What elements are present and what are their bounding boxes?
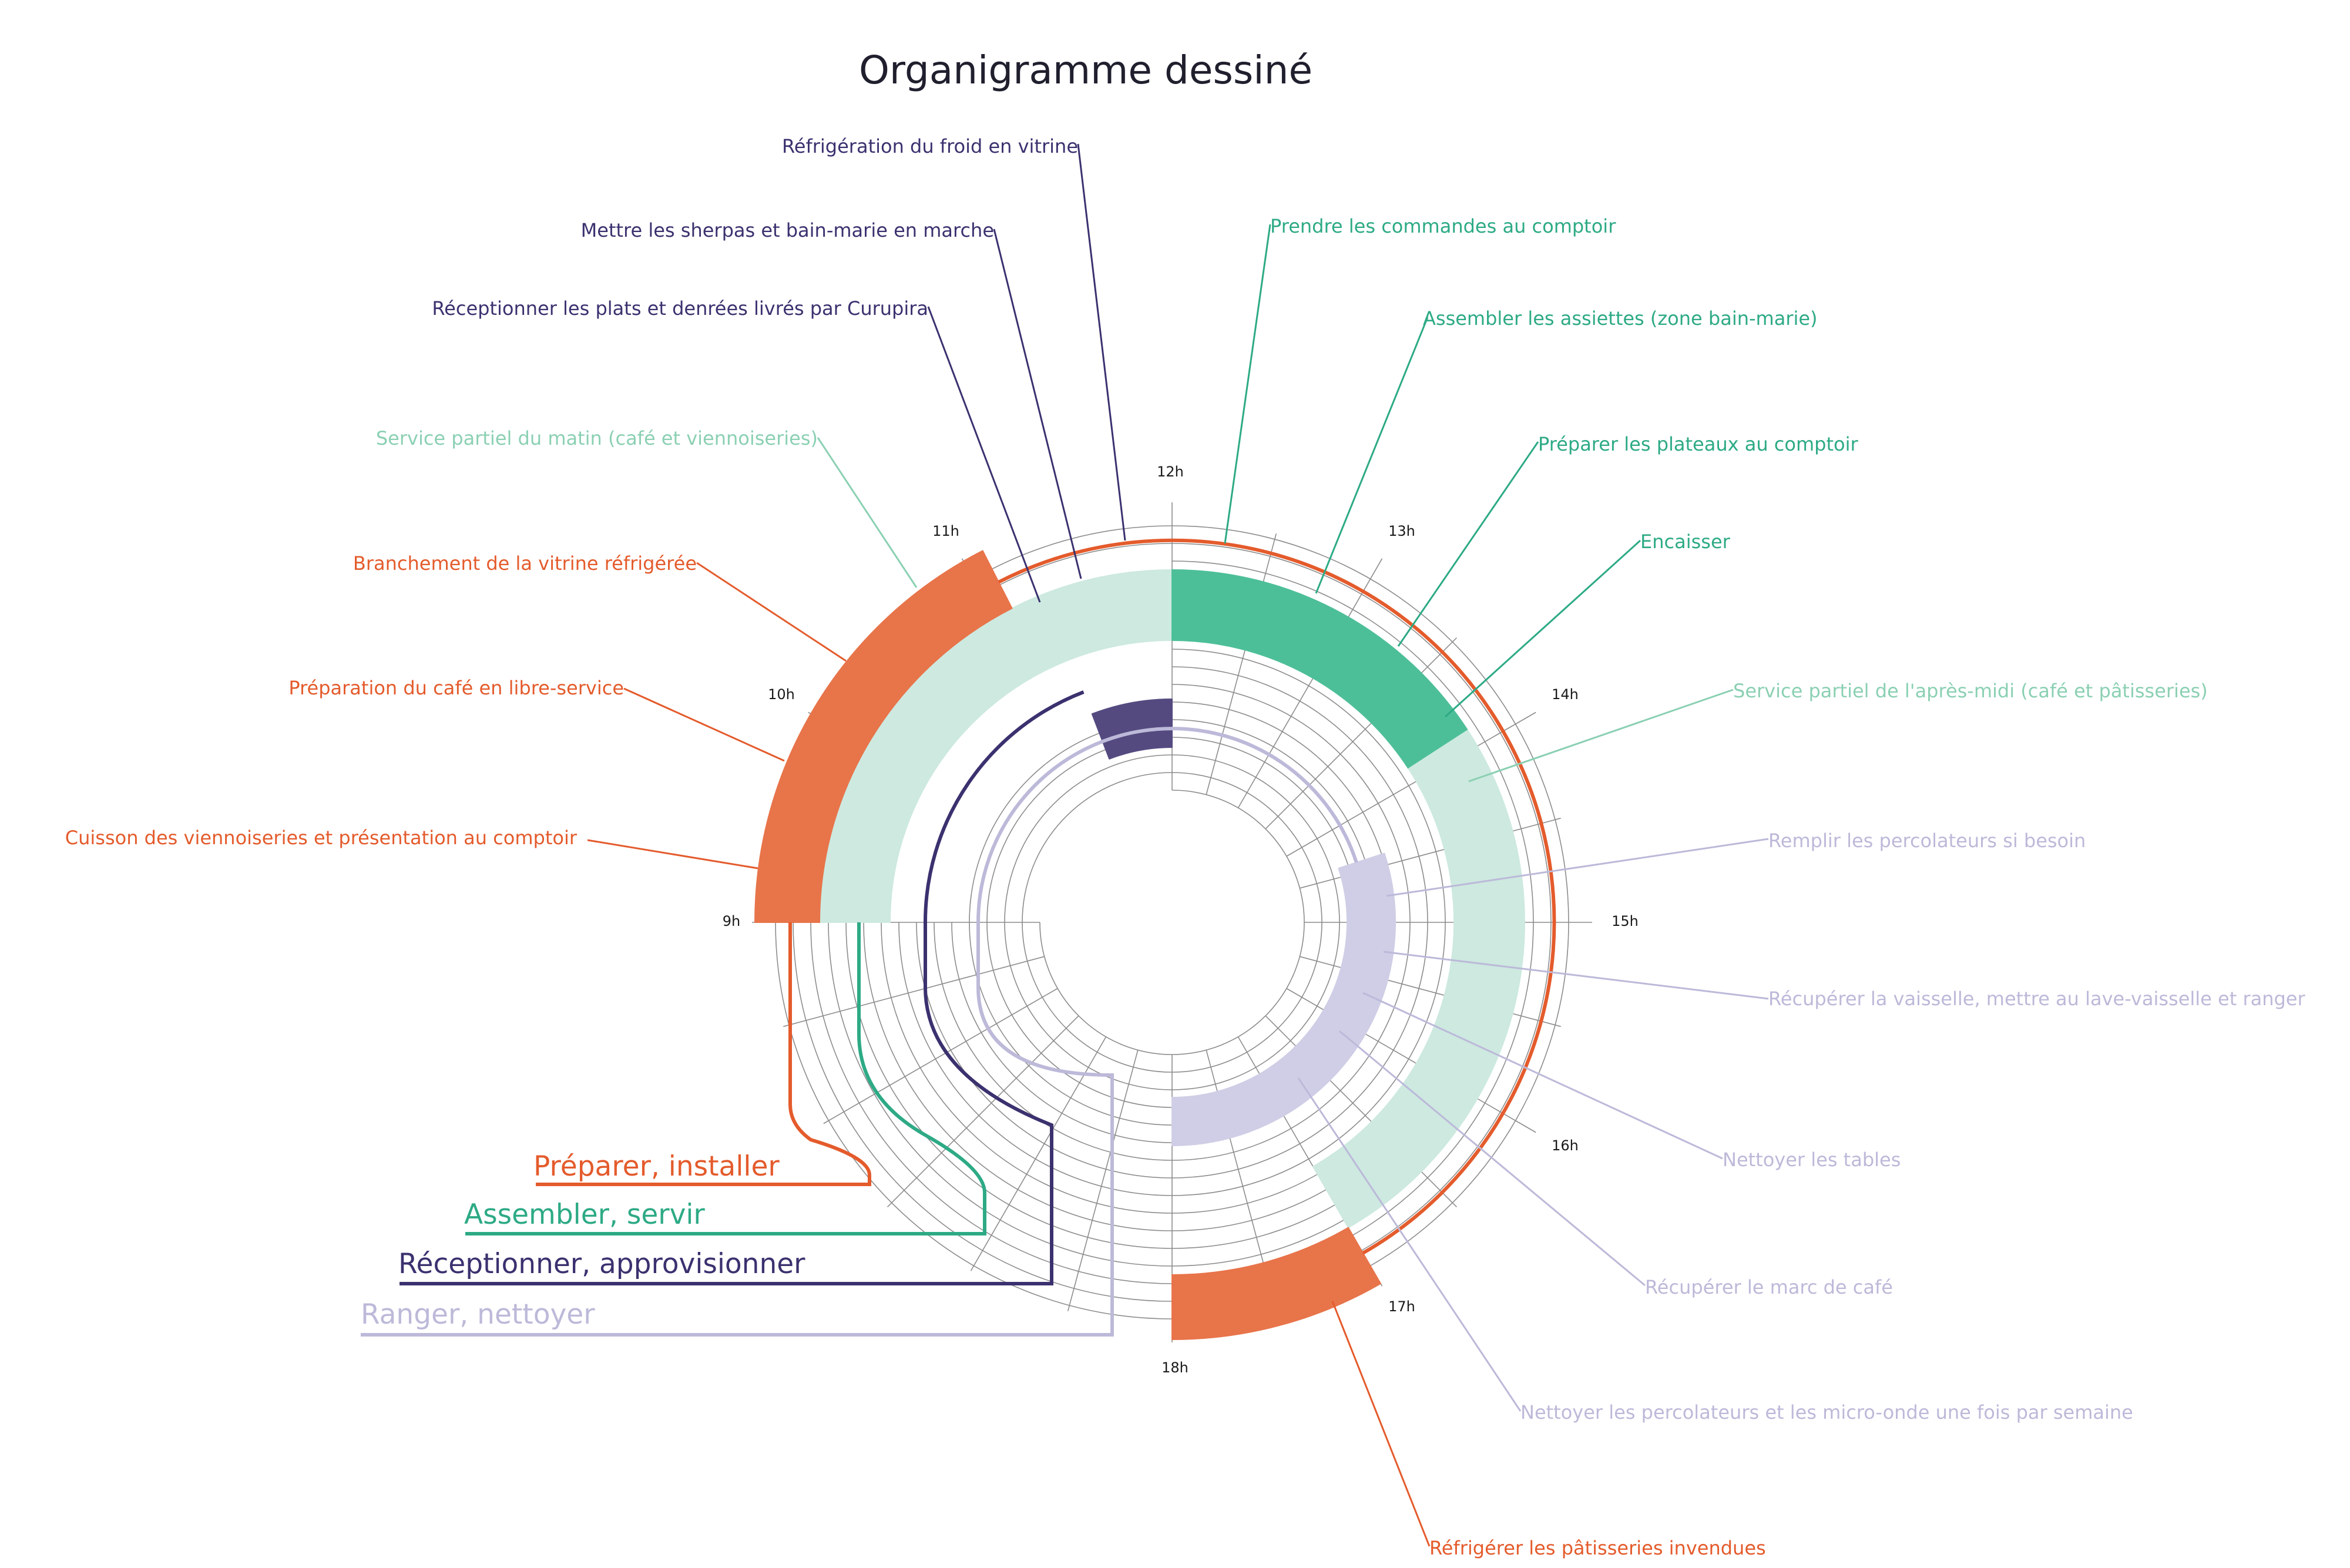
- hour-tick: [1520, 711, 1536, 722]
- band-assembler-servir: [1171, 569, 1469, 770]
- callout-leader-7: [1224, 224, 1271, 544]
- band-service-apres-midi: [1312, 730, 1525, 1228]
- diagram-title: Organigramme dessiné: [859, 48, 1312, 93]
- task-label-7: Prendre les commandes au comptoir: [1270, 215, 1616, 237]
- callout-leader-4: [696, 562, 847, 662]
- track-preparer: [998, 538, 1556, 1255]
- task-label-12: Remplir les percolateurs si besoin: [1768, 830, 2086, 852]
- task-label-1: Mettre les sherpas et bain-marie en marc…: [581, 219, 994, 241]
- hour-label-17h: 17h: [1388, 1298, 1415, 1315]
- grid-spoke: [823, 988, 1058, 1124]
- task-label-4: Branchement de la vitrine réfrigérée: [353, 552, 697, 575]
- hour-label-15h: 15h: [1612, 913, 1639, 929]
- band-preparer-soir: [1171, 1227, 1381, 1340]
- task-label-6: Cuisson des viennoiseries et présentatio…: [65, 827, 578, 849]
- hour-label-13h: 13h: [1388, 523, 1415, 539]
- task-label-17: Réfrigérer les pâtisseries invendues: [1429, 1537, 1766, 1559]
- callout-leader-15: [1339, 1030, 1646, 1287]
- legend-item-receptionner: Réceptionner, approvisionner: [398, 1248, 805, 1280]
- hour-label-10h: 10h: [768, 686, 795, 703]
- task-label-8: Assembler les assiettes (zone bain-marie…: [1423, 307, 1818, 330]
- track-ranger-arc: [976, 727, 1358, 923]
- band-ranger-nettoyer: [1171, 852, 1396, 1146]
- track-ranger: [361, 922, 1114, 1337]
- task-label-15: Récupérer le marc de café: [1645, 1276, 1893, 1298]
- task-label-16: Nettoyer les percolateurs et les micro-o…: [1520, 1401, 2133, 1423]
- callout-leader-16: [1297, 1077, 1522, 1412]
- grid-ring-top-left: [1004, 754, 1173, 923]
- callout-leader-8: [1315, 317, 1429, 594]
- callout-leader-0: [1077, 143, 1126, 541]
- task-label-11: Service partiel de l'après-midi (café et…: [1733, 680, 2208, 702]
- task-label-14: Nettoyer les tables: [1723, 1149, 1901, 1171]
- band-receptionner: [1091, 698, 1173, 760]
- hour-label-16h: 16h: [1552, 1137, 1579, 1154]
- hour-label-12h: 12h: [1157, 464, 1184, 480]
- callout-leader-17: [1331, 1301, 1431, 1547]
- callout-leader-14: [1362, 992, 1723, 1160]
- task-label-9: Préparer les plateaux au comptoir: [1538, 433, 1858, 455]
- task-label-0: Réfrigération du froid en vitrine: [782, 135, 1078, 157]
- grid-spoke: [1286, 720, 1521, 857]
- legend-item-assembler: Assembler, servir: [464, 1198, 705, 1231]
- callout-leader-12: [1386, 838, 1769, 897]
- grid-spoke: [1206, 533, 1277, 795]
- grid-spoke: [887, 1015, 1079, 1207]
- legend: Préparer, installer Assembler, servir Ré…: [361, 1150, 805, 1331]
- hour-labels: 9h 10h 11h 12h 13h 14h 15h 16h 17h 18h: [723, 464, 1639, 1376]
- task-label-13: Récupérer la vaisselle, mettre au lave-v…: [1768, 988, 2305, 1010]
- legend-item-preparer: Préparer, installer: [533, 1150, 780, 1183]
- activity-bands: [754, 550, 1525, 1340]
- hour-label-9h: 9h: [723, 913, 740, 929]
- band-preparer-matin: [754, 550, 1013, 923]
- legend-item-ranger: Ranger, nettoyer: [361, 1298, 595, 1331]
- callout-leader-1: [993, 229, 1082, 579]
- grid-spoke: [1067, 1050, 1139, 1311]
- task-label-5: Préparation du café en libre-service: [288, 677, 624, 699]
- grid-spoke: [1265, 637, 1457, 830]
- grid-ring-top-left: [986, 737, 1173, 923]
- hour-label-14h: 14h: [1552, 686, 1579, 703]
- callout-leader-3: [817, 437, 918, 588]
- hour-label-18h: 18h: [1161, 1359, 1189, 1376]
- callout-leader-2: [927, 306, 1041, 603]
- hour-tick: [1372, 558, 1383, 575]
- callout-leader-13: [1383, 951, 1769, 1000]
- grid-ring: [1039, 790, 1305, 1055]
- category-tracks: [361, 538, 1556, 1337]
- grid-spoke: [1237, 573, 1374, 808]
- task-label-2: Réceptionner les plats et denrées livrés…: [432, 297, 928, 320]
- task-label-10: Encaisser: [1640, 530, 1731, 553]
- callout-leader-5: [623, 687, 785, 762]
- grid-spoke: [783, 956, 1045, 1028]
- grid-spoke: [970, 1036, 1107, 1271]
- track-assembler: [465, 922, 986, 1235]
- track-receptionner: [400, 922, 1053, 1285]
- task-label-3: Service partiel du matin (café et vienno…: [376, 427, 818, 449]
- grid-ring-top-left: [1022, 772, 1173, 923]
- callout-leader-6: [587, 839, 758, 869]
- track-receptionner-arc: [923, 690, 1085, 924]
- track-preparer-legend: [536, 922, 871, 1186]
- callout-leader-9: [1397, 441, 1539, 647]
- task-callouts: Réfrigération du froid en vitrineMettre …: [65, 135, 2306, 1559]
- callout-leader-11: [1468, 689, 1734, 783]
- callout-leader-10: [1444, 539, 1641, 718]
- hour-label-11h: 11h: [932, 523, 959, 539]
- hour-tick: [1520, 1123, 1536, 1133]
